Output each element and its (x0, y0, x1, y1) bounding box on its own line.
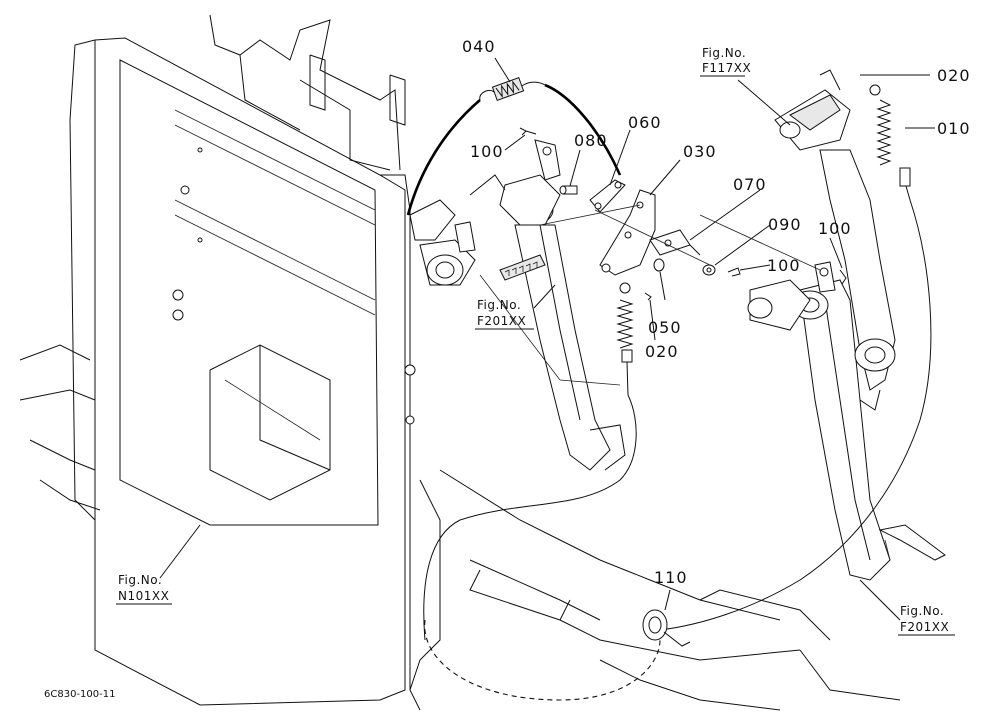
clevis-070 (649, 229, 701, 256)
callout-030: 030 (683, 142, 717, 161)
callout-100-center: 100 (767, 256, 801, 275)
callout-040: 040 (462, 37, 496, 56)
right-pedal (747, 261, 946, 581)
spring-010 (659, 84, 932, 631)
callout-110: 110 (654, 568, 688, 587)
figref-f201-right-line2: F201XX (900, 620, 949, 634)
figref-f201-right-line1: Fig.No. (900, 604, 944, 618)
figref-n101-line2: N101XX (118, 589, 169, 603)
figure-references: Fig.No. F117XX Fig.No. F201XX Fig.No. F2… (116, 46, 955, 636)
cotter-pins-100 (519, 127, 847, 285)
callout-090: 090 (768, 215, 802, 234)
figref-n101-line1: Fig.No. (118, 573, 162, 587)
callout-010: 010 (937, 119, 971, 138)
pin-080 (559, 185, 578, 195)
callout-100-right: 100 (818, 219, 852, 238)
leader-lines (159, 57, 935, 621)
spring-020-center (423, 282, 652, 641)
link-060 (589, 179, 626, 213)
upper-right-arm (774, 69, 896, 411)
linkage-030 (599, 189, 656, 276)
figref-f201-center-line2: F201XX (477, 314, 526, 328)
bracket-assembly (404, 174, 546, 425)
spring-040 (406, 76, 622, 216)
callout-020-center: 020 (645, 342, 679, 361)
center-pedal (499, 139, 626, 471)
clamp-110 (642, 609, 691, 647)
lower-chassis (19, 344, 901, 711)
callout-060: 060 (628, 113, 662, 132)
document-code: 6C830-100-11 (44, 689, 115, 700)
callout-080: 080 (574, 131, 608, 150)
callout-labels: 040 020 010 060 080 100 030 070 090 100 … (462, 37, 971, 587)
callout-050: 050 (648, 318, 682, 337)
washer-090 (702, 264, 716, 276)
callout-100-left: 100 (470, 142, 504, 161)
callout-020-top: 020 (937, 66, 971, 85)
figref-f117-line2: F117XX (702, 61, 751, 75)
ring-050 (653, 258, 665, 272)
figref-f117-line1: Fig.No. (702, 46, 746, 60)
figref-f201-center-line1: Fig.No. (477, 298, 521, 312)
cable-route (424, 619, 661, 701)
frame-panel (69, 14, 411, 706)
callout-070: 070 (733, 175, 767, 194)
